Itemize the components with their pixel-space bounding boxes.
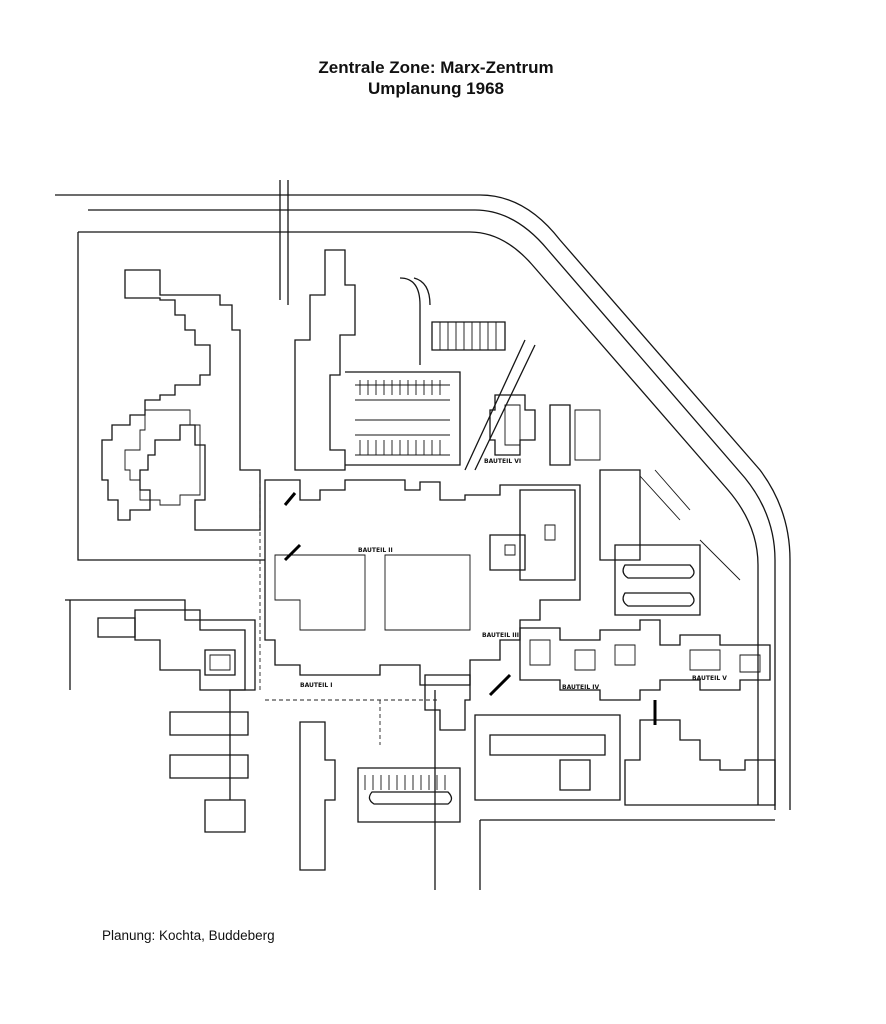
south-courtyard xyxy=(283,492,776,806)
central-complex xyxy=(264,479,581,686)
label-bauteil-3: BAUTEIL III xyxy=(482,632,519,639)
label-bauteil-5: BAUTEIL V xyxy=(692,675,727,682)
label-bauteil-6: BAUTEIL VI xyxy=(484,458,521,465)
west-housing-block xyxy=(77,232,265,561)
building-labels: BAUTEIL I BAUTEIL II BAUTEIL III BAUTEIL… xyxy=(300,458,727,691)
ring-roads xyxy=(55,194,791,810)
map-title-line2: Umplanung 1968 xyxy=(367,79,505,98)
planner-credit: Planung: Kochta, Buddeberg xyxy=(102,928,275,943)
label-bauteil-1: BAUTEIL I xyxy=(300,682,332,689)
dashed-boundaries xyxy=(259,480,440,745)
map-title: Zentrale Zone: Marx-Zentrum Umplanung 19… xyxy=(0,57,872,99)
label-bauteil-2: BAUTEIL II xyxy=(358,547,393,554)
central-north-block xyxy=(294,249,431,471)
south-west-blocks xyxy=(65,599,256,833)
parking-north xyxy=(345,321,506,466)
bauteil-3-4-5 xyxy=(424,619,771,731)
map-title-line1: Zentrale Zone: Marx-Zentrum xyxy=(318,58,554,77)
south-centre-block xyxy=(299,690,775,890)
bauteil-6-block xyxy=(489,394,601,466)
north-road xyxy=(279,180,289,305)
parking-east xyxy=(599,469,741,616)
label-bauteil-4: BAUTEIL IV xyxy=(562,684,599,691)
